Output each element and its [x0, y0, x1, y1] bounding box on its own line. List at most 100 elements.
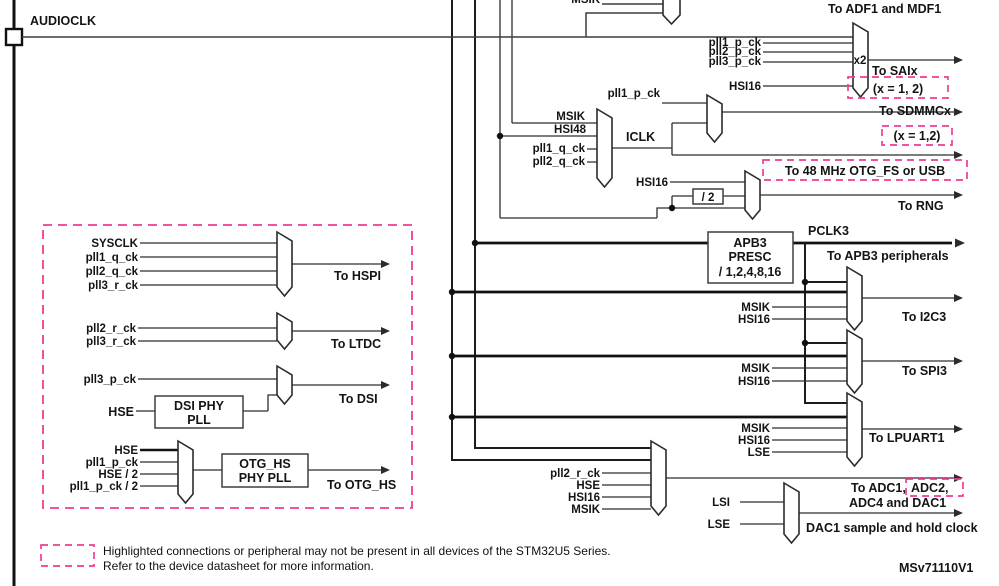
- mux-adf1-mdf1: [662, 0, 681, 26]
- hspi-input-2: pll2_q_ck: [86, 266, 139, 278]
- otg-phy-pll-line1: OTG_HS: [239, 457, 290, 471]
- iclk-input-2: pll1_q_ck: [533, 143, 586, 155]
- otg-output-label: To OTG_HS: [327, 478, 396, 492]
- pclk3-feed-lines: [804, 243, 847, 404]
- rng-div2-box: [692, 188, 724, 205]
- sai-note-label: (x = 1, 2): [873, 82, 923, 96]
- adf1-input-msik-label: MSIK: [571, 0, 600, 6]
- dsi-lines: [136, 378, 381, 412]
- hsi48-msik-bus-lines: [499, 0, 513, 218]
- junction-dot: [471, 239, 479, 247]
- mux-dsi: [276, 364, 293, 406]
- adc-output-label-1a: To ADC1,: [851, 481, 906, 495]
- legend-highlight-sample-box: [40, 544, 95, 567]
- sai-lines: [763, 42, 954, 87]
- hspi-input-1: pll1_q_ck: [86, 252, 139, 264]
- otg-hs-phy-pll-box: [221, 453, 309, 488]
- hspi-input-3: pll3_r_ck: [88, 280, 138, 292]
- left-highlight-box: [42, 224, 413, 509]
- mux-ltdc: [276, 311, 293, 351]
- sdmmc-arrow: [954, 108, 963, 116]
- ltdc-input-0: pll2_r_ck: [86, 323, 136, 335]
- iclk-input-1: HSI48: [554, 124, 587, 136]
- sdmmc-highlight-box: [881, 125, 953, 146]
- iclk-input-3: pll2_q_ck: [533, 156, 586, 168]
- adc-input-0: pll2_r_ck: [550, 468, 600, 480]
- spi3-input-0: MSIK: [741, 363, 770, 375]
- lpuart1-input-0: MSIK: [741, 423, 770, 435]
- mux-iclk: [596, 107, 613, 189]
- sdmmc-lines: [662, 102, 954, 113]
- mux-otg-hs: [177, 439, 194, 505]
- dsi-phy-pll-box: [154, 395, 244, 429]
- i2c3-lines: [772, 297, 954, 320]
- ltdc-input-1: pll3_r_ck: [86, 336, 136, 348]
- dsi-hse-label: HSE: [108, 405, 134, 419]
- ltdc-lines: [138, 327, 381, 342]
- rng-lines: [500, 181, 954, 219]
- dsi-input-label: pll3_p_ck: [84, 374, 137, 386]
- spi3-arrow: [954, 357, 963, 365]
- dsi-phy-pll-line1: DSI PHY: [174, 399, 225, 413]
- i2c3-input-0: MSIK: [741, 302, 770, 314]
- mux-i2c3: [846, 265, 863, 332]
- pclk3-arrow: [955, 238, 965, 248]
- apb3-box-line2: PRESC: [728, 250, 771, 264]
- spi3-lines: [772, 360, 954, 382]
- usb-output-label: To 48 MHz OTG_FS or USB: [785, 164, 945, 178]
- sdmmc-output-label: To SDMMCx: [879, 104, 951, 118]
- junction-dot: [801, 339, 809, 347]
- otg-lines: [140, 461, 381, 487]
- otg-input-1: pll1_p_ck: [86, 457, 139, 469]
- sai-x2-gain-label: x2: [854, 55, 867, 67]
- dsi-output-label: To DSI: [339, 392, 378, 406]
- otg-phy-pll-line2: PHY PLL: [239, 471, 292, 485]
- usb-highlight-box: [762, 159, 968, 181]
- sai-input-2: pll3_p_ck: [709, 56, 762, 68]
- adf1-output-label: To ADF1 and MDF1: [828, 2, 941, 16]
- usb-arrow: [954, 151, 963, 159]
- iclk-output-label: ICLK: [626, 130, 655, 144]
- hspi-input-0: SYSCLK: [91, 238, 138, 250]
- sysclk-hclk-bus-lines: [451, 0, 651, 461]
- adc-output-label-1b: ADC2,: [911, 481, 949, 495]
- sai-input-3: HSI16: [729, 81, 761, 93]
- junction-dot: [448, 413, 456, 421]
- otg-input-0: HSE: [114, 445, 138, 457]
- sai-input-1: pll2_p_ck: [709, 46, 762, 58]
- dac-output-label: DAC1 sample and hold clock: [806, 521, 978, 535]
- lpuart1-input-1: HSI16: [738, 435, 770, 447]
- i2c3-arrow: [954, 294, 963, 302]
- iclk-lines: [500, 122, 954, 163]
- junction-dot: [801, 278, 809, 286]
- mux-adc: [650, 439, 667, 517]
- mux-lpuart1: [846, 391, 863, 468]
- apb3-box-line1: APB3: [733, 236, 766, 250]
- dac-arrow: [954, 509, 963, 517]
- sdmmc-note-label: (x = 1,2): [894, 129, 941, 143]
- sai-arrow: [954, 56, 963, 64]
- junction-dot: [448, 288, 456, 296]
- hspi-lines: [140, 242, 381, 286]
- adc-input-1: HSE: [576, 480, 600, 492]
- adc-arrow: [954, 474, 963, 482]
- mux-dac-sh: [783, 481, 800, 545]
- otg-input-3: pll1_p_ck / 2: [70, 481, 138, 493]
- lpuart1-arrow: [954, 425, 963, 433]
- otg-input-2: HSE / 2: [98, 469, 138, 481]
- dsi-phy-pll-line2: PLL: [187, 413, 211, 427]
- adc-input-2: HSI16: [568, 492, 600, 504]
- dac-lines: [740, 501, 954, 525]
- sai-input-0: pll1_p_ck: [709, 37, 762, 49]
- sai-output-label: To SAIx: [872, 64, 918, 78]
- audioclk-pin-pad: [4, 27, 24, 47]
- sdmmc-input-label: pll1_p_ck: [608, 88, 661, 100]
- rng-input-label: HSI16: [636, 177, 668, 189]
- hspi-arrow: [381, 260, 390, 268]
- iclk-input-0: MSIK: [556, 111, 585, 123]
- i2c3-input-1: HSI16: [738, 314, 770, 326]
- lpuart1-input-2: LSE: [748, 447, 771, 459]
- apb3-box-line3: / 1,2,4,8,16: [719, 265, 782, 279]
